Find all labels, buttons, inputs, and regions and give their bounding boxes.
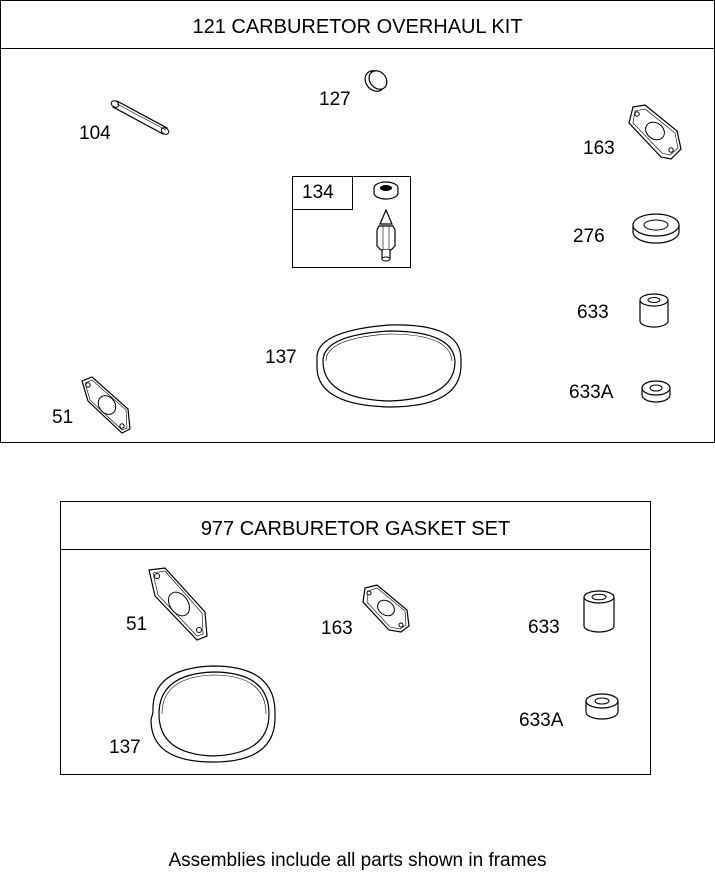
float-bowl-gasket-part-137 [150,665,276,763]
part-label-633: 633 [528,617,560,638]
gasket-set-title: 977 CARBURETOR GASKET SET [61,502,650,550]
part-label-51: 51 [52,407,74,428]
part-label-51: 51 [126,614,148,635]
part-label-276: 276 [573,226,605,247]
part-label-633: 633 [577,302,609,323]
part-label-163: 163 [321,618,353,639]
part-label-633a: 633A [519,710,564,731]
part-label-137: 137 [265,347,297,368]
intake-gasket-part-51 [148,567,208,641]
part-label-134: 134 [302,182,334,203]
washer-part-276 [632,213,680,244]
gasket-part-163 [628,104,682,160]
needle-seat-label-box [292,176,353,210]
overhaul-kit-title: 121 CARBURETOR OVERHAUL KIT [1,1,714,49]
welch-plug-part-127 [364,70,388,92]
bushing-part-633a [641,380,671,403]
pin-part-104 [110,100,170,135]
part-label-163: 163 [583,138,615,159]
gasket-part-163 [362,584,410,633]
gasket-set-frame: 977 CARBURETOR GASKET SET 51 163 633 137… [60,501,651,775]
bushing-part-633a [585,693,619,720]
float-bowl-gasket-part-137 [316,324,462,408]
overhaul-kit-frame: 121 CARBURETOR OVERHAUL KIT 104 127 163 … [0,0,715,443]
part-label-137: 137 [109,737,141,758]
intake-gasket-part-51 [81,376,131,434]
bushing-part-633 [639,293,669,328]
needle-and-seat-part-134 [373,181,399,262]
bushing-part-633 [583,590,615,633]
part-label-127: 127 [319,89,351,110]
footer-note: Assemblies include all parts shown in fr… [168,850,547,871]
part-label-633a: 633A [569,382,614,403]
part-label-104: 104 [79,123,111,144]
